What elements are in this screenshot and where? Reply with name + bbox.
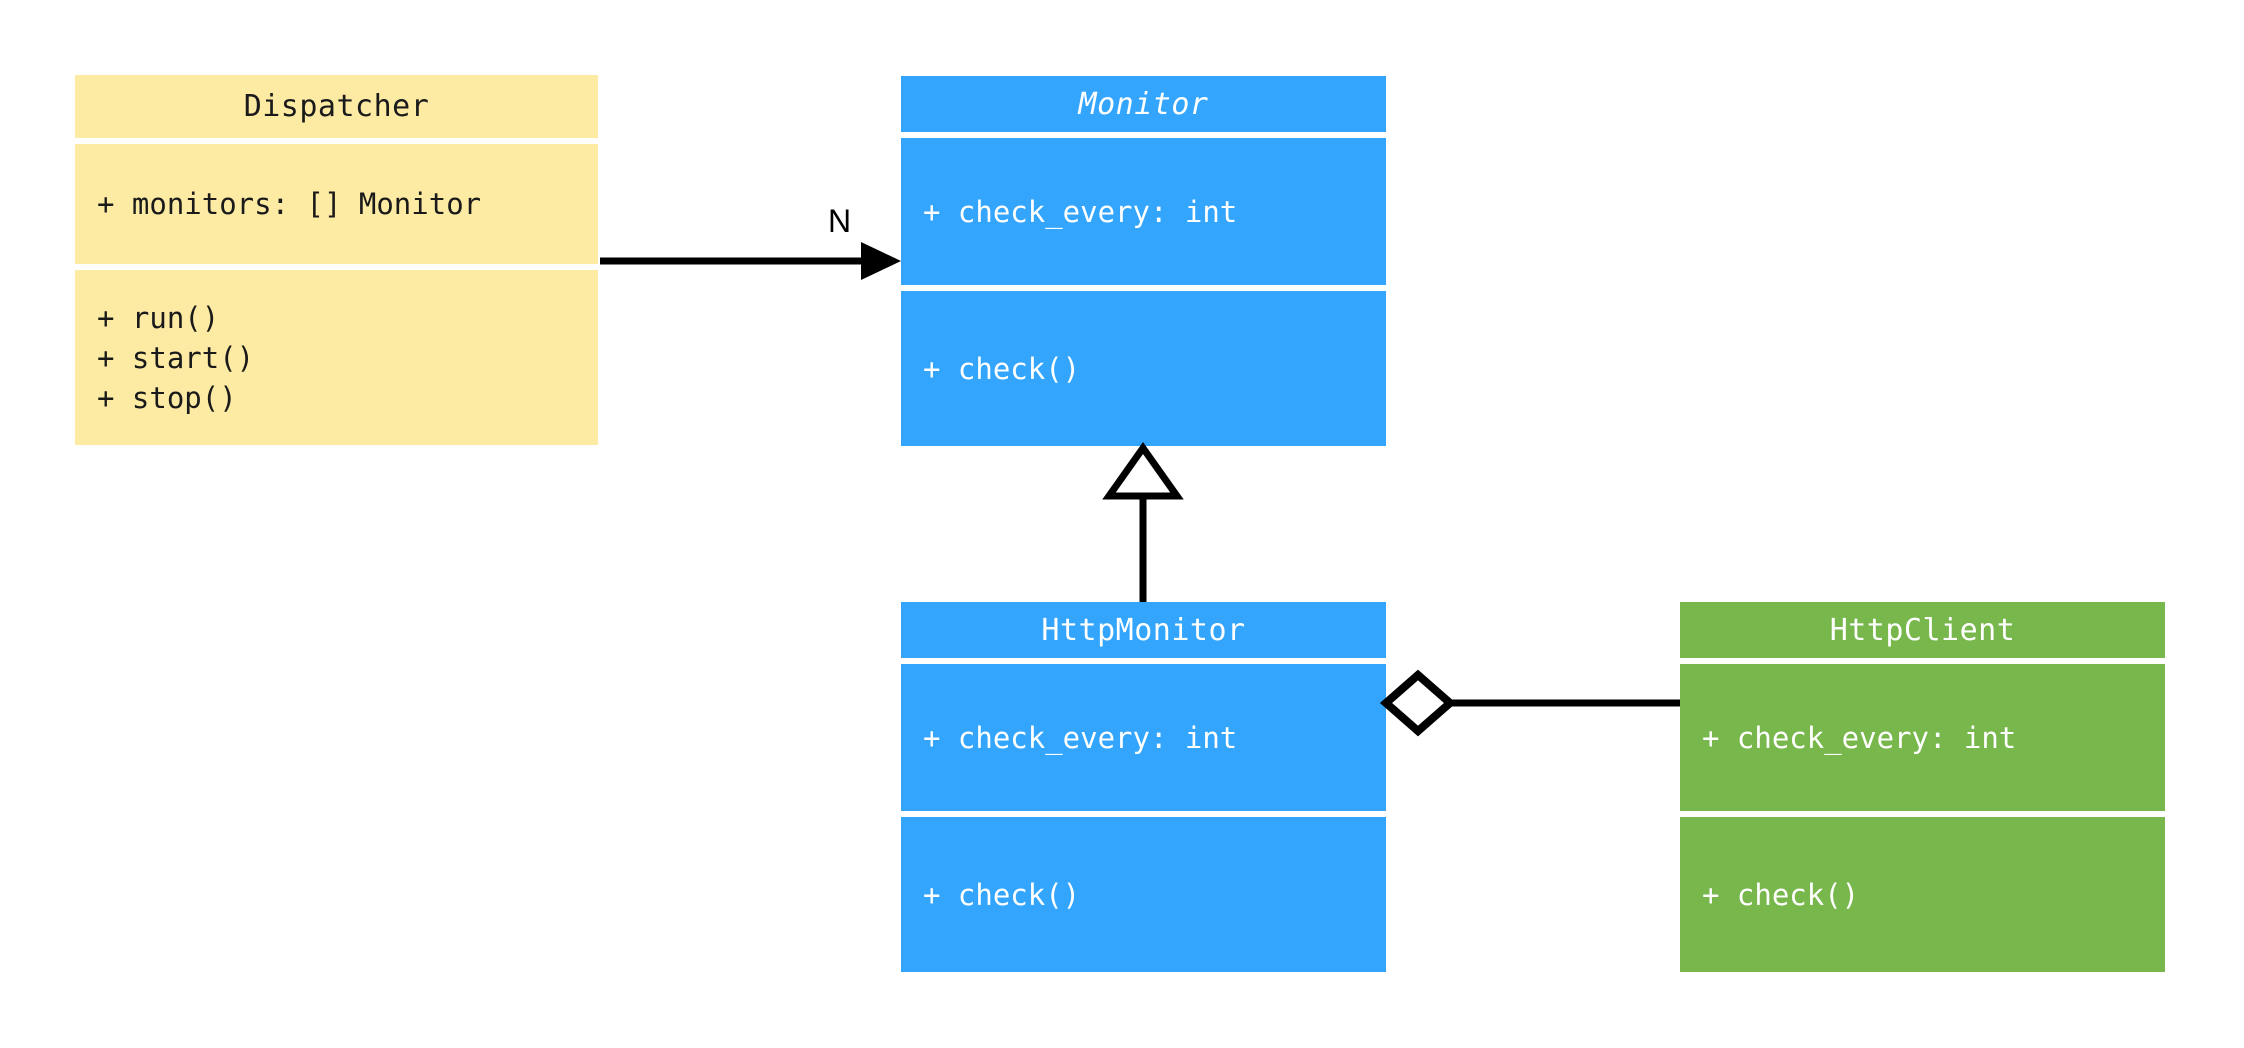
methods-compartment-monitor: + check(): [901, 291, 1386, 446]
class-box-dispatcher[interactable]: Dispatcher + monitors: [] Monitor + run(…: [75, 75, 598, 445]
attributes-compartment-httpclient: + check_every: int: [1680, 664, 2165, 811]
method-row: + start(): [97, 340, 255, 375]
methods-compartment-httpmonitor: + check(): [901, 817, 1386, 972]
hollow-triangle-head-icon: [1102, 441, 1184, 500]
compartment-divider: [1680, 811, 2165, 817]
attributes-compartment-httpmonitor: + check_every: int: [901, 664, 1386, 811]
class-box-httpmonitor[interactable]: HttpMonitor + check_every: int + check(): [901, 602, 1386, 972]
method-row: + stop(): [97, 380, 237, 415]
class-title-monitor: Monitor: [1078, 86, 1209, 122]
class-title-httpclient: HttpClient: [1829, 612, 2016, 648]
method-row: + check(): [1702, 877, 1860, 912]
compartment-divider: [75, 138, 598, 144]
compartment-divider: [901, 811, 1386, 817]
class-title-dispatcher: Dispatcher: [243, 89, 430, 124]
attributes-compartment-dispatcher: + monitors: [] Monitor: [75, 144, 598, 264]
attribute-row: + check_every: int: [923, 720, 1238, 755]
attribute-row: + monitors: [] Monitor: [97, 187, 482, 221]
attribute-row: + check_every: int: [923, 194, 1238, 229]
association-multiplicity-label: N: [828, 203, 852, 239]
association-dispatcher-monitor: [600, 242, 901, 280]
methods-compartment-dispatcher: + run() + start() + stop(): [75, 270, 598, 445]
compartment-divider: [901, 132, 1386, 138]
compartment-divider: [901, 285, 1386, 291]
aggregation-httpmonitor-httpclient: [1379, 669, 1680, 737]
generalization-httpmonitor-monitor: [1102, 441, 1184, 602]
class-box-httpclient[interactable]: HttpClient + check_every: int + check(): [1680, 602, 2165, 972]
class-title-httpmonitor: HttpMonitor: [1041, 612, 1246, 648]
compartment-divider: [1680, 658, 2165, 664]
method-row: + check(): [923, 351, 1081, 386]
method-row: + check(): [923, 877, 1081, 912]
class-box-monitor[interactable]: Monitor + check_every: int + check(): [901, 76, 1386, 446]
compartment-divider: [75, 264, 598, 270]
filled-arrow-head-icon: [861, 242, 901, 280]
methods-compartment-httpclient: + check(): [1680, 817, 2165, 972]
hollow-diamond-head-icon: [1379, 669, 1457, 737]
attributes-compartment-monitor: + check_every: int: [901, 138, 1386, 285]
compartment-divider: [901, 658, 1386, 664]
method-row: + run(): [97, 300, 220, 335]
attribute-row: + check_every: int: [1702, 720, 2017, 755]
